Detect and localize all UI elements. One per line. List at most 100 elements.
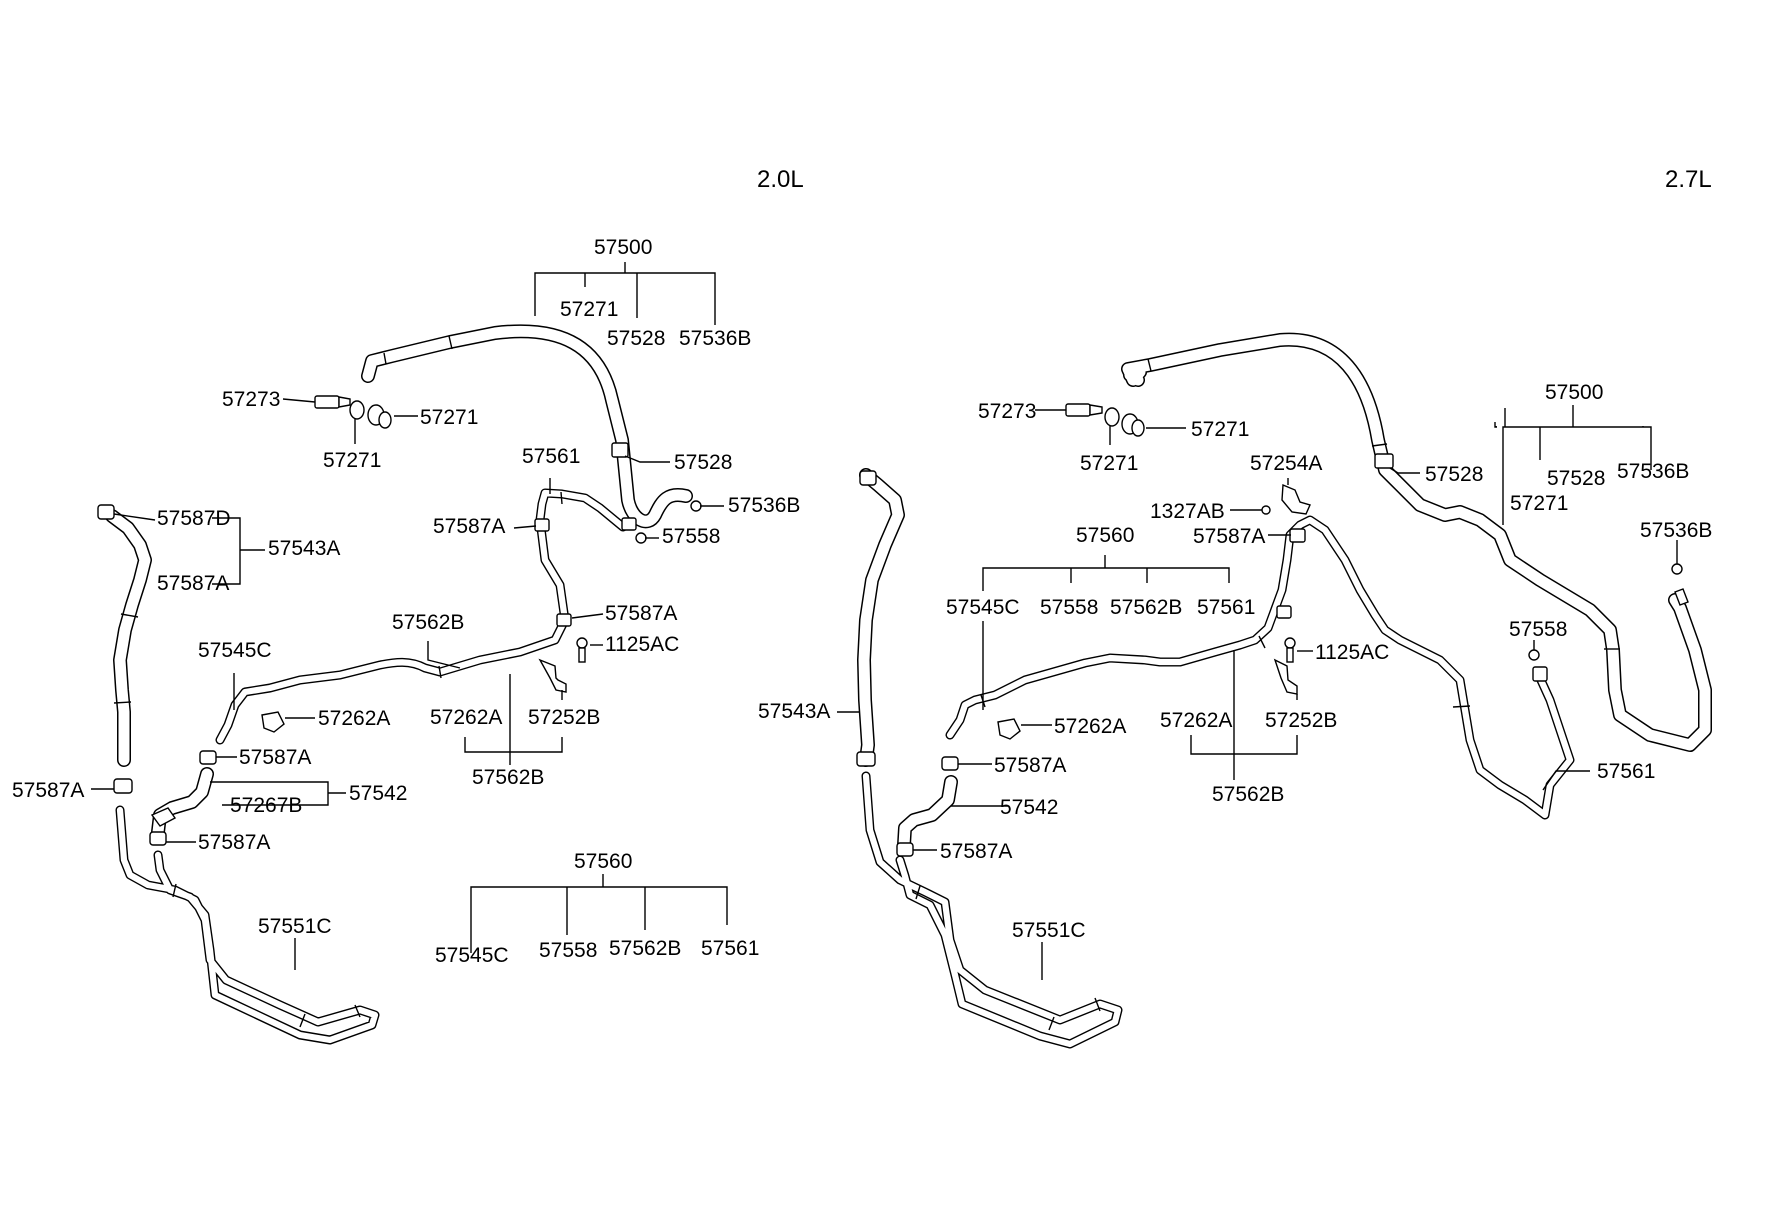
label-57536B: 57536B [1640, 519, 1712, 542]
label-1327AB: 1327AB [1150, 500, 1225, 523]
label-57562B: 57562B [1110, 596, 1182, 619]
oring-57558-2-7l [1528, 649, 1540, 661]
label-57587D: 57587D [157, 507, 231, 530]
label-57561: 57561 [522, 445, 580, 468]
bolt-57273-2-0l [314, 395, 351, 409]
label-57262A: 57262A [1054, 715, 1126, 738]
oring-57536B-2-0l [690, 500, 702, 512]
label-57252B: 57252B [1265, 709, 1337, 732]
hose-2-7l-57542[interactable] [897, 775, 958, 852]
label-57562B: 57562B [392, 611, 464, 634]
hose-2-7l-return-57543A[interactable] [857, 468, 905, 767]
label-57551C: 57551C [1012, 919, 1086, 942]
clamp-57587A-2-0l-e [149, 831, 167, 846]
washer-57271-2-7l-c [1131, 419, 1145, 437]
leaders-2-7l [837, 405, 1678, 980]
title-2-7l: 2.7L [1665, 166, 1712, 193]
labels-2-0l: 57500 57271 57528 57536B 57273 57271 572… [12, 236, 800, 967]
clamp-57587A-2-0l-d [199, 750, 217, 765]
label-57536B: 57536B [679, 327, 751, 350]
label-57252B: 57252B [528, 706, 600, 729]
label-57587A: 57587A [157, 572, 229, 595]
label-57587A: 57587A [198, 831, 270, 854]
labels-2-7l: 57273 57271 57271 57500 57528 57271 5752… [758, 381, 1712, 942]
label-57271: 57271 [1191, 418, 1249, 441]
fitting-57558-2-7l [1532, 666, 1548, 682]
hose-2-0l-pressure-57500[interactable] [361, 324, 693, 529]
clamp-57587A-2-0l-b [556, 613, 572, 627]
label-57271: 57271 [420, 406, 478, 429]
hose-2-7l-pressure-57500[interactable] [1121, 332, 1712, 752]
label-57271: 57271 [560, 298, 618, 321]
bracket-57254A-2-7l [1281, 483, 1311, 515]
label-57528: 57528 [1425, 463, 1483, 486]
label-57545C: 57545C [435, 944, 509, 967]
label-57587A: 57587A [994, 754, 1066, 777]
label-57561: 57561 [701, 937, 759, 960]
fitting-57528-2-7l [1374, 453, 1394, 469]
label-1125AC: 1125AC [605, 633, 679, 656]
label-57545C: 57545C [946, 596, 1020, 619]
label-57551C: 57551C [258, 915, 332, 938]
clamp-57587A-2-7l-b [941, 756, 959, 771]
label-57543A: 57543A [758, 700, 830, 723]
clamp-57587A-2-0l-c [113, 778, 133, 794]
cooler-2-7l-57551C[interactable] [861, 771, 1123, 1049]
label-57562B: 57562B [1212, 783, 1284, 806]
hose-2-0l-57561[interactable] [215, 488, 628, 745]
label-57271: 57271 [1510, 492, 1568, 515]
washer-57271-2-0l-c [378, 411, 392, 429]
bolt-57273-2-7l [1065, 403, 1103, 417]
hose-57267B-2-0l [150, 807, 177, 827]
hose-end-57536B-2-7l [1674, 588, 1689, 606]
label-57273: 57273 [978, 400, 1036, 423]
label-57558: 57558 [662, 525, 720, 548]
bracket-57252B-2-0l [538, 658, 567, 693]
label-57543A: 57543A [268, 537, 340, 560]
label-57562B: 57562B [472, 766, 544, 789]
bracket-57252B-2-7l [1273, 658, 1298, 695]
label-57262A: 57262A [1160, 709, 1232, 732]
label-57587A: 57587A [433, 515, 505, 538]
label-57587A: 57587A [940, 840, 1012, 863]
label-1125AC: 1125AC [1315, 641, 1389, 664]
oring-57536B-2-7l [1671, 563, 1683, 575]
label-57262A: 57262A [430, 706, 502, 729]
clamp-57587A-2-7l-a [1289, 528, 1306, 543]
clamp-57587A-2-7l-c [896, 842, 914, 857]
cooler-2-0l-57551C[interactable] [115, 805, 380, 1045]
label-57545C: 57545C [198, 639, 272, 662]
label-57558: 57558 [539, 939, 597, 962]
hose-2-0l-return-57543A[interactable] [105, 509, 152, 767]
label-57273: 57273 [222, 388, 280, 411]
label-57536B: 57536B [728, 494, 800, 517]
label-57267B: 57267B [230, 794, 302, 817]
leaders-2-0l [91, 262, 728, 970]
label-57587A: 57587A [12, 779, 84, 802]
label-57542: 57542 [1000, 796, 1058, 819]
clamp-57587A-2-7l-top [859, 470, 877, 486]
title-2-0l: 2.0L [757, 166, 804, 193]
label-57528: 57528 [1547, 467, 1605, 490]
bolt-1125AC-2-7l [1284, 637, 1296, 663]
clamp-57587A-2-7l-d [1276, 605, 1292, 619]
label-57558: 57558 [1040, 596, 1098, 619]
clamp-57587D-2-0l [97, 504, 115, 520]
label-57587A: 57587A [605, 602, 677, 625]
bolt-1125AC-2-0l [576, 637, 588, 663]
label-57254A: 57254A [1250, 452, 1322, 475]
label-57262A: 57262A [318, 707, 390, 730]
clip-57262A-2-0l [261, 711, 285, 733]
label-57271: 57271 [323, 449, 381, 472]
label-57561: 57561 [1197, 596, 1255, 619]
oring-57558-2-0l [635, 532, 647, 544]
label-57558: 57558 [1509, 618, 1567, 641]
label-57542: 57542 [349, 782, 407, 805]
label-57587A: 57587A [239, 746, 311, 769]
washer-57271-2-0l-a [349, 400, 365, 420]
label-57560: 57560 [574, 850, 632, 873]
label-57561: 57561 [1597, 760, 1655, 783]
label-57500: 57500 [594, 236, 652, 259]
label-57271: 57271 [1080, 452, 1138, 475]
